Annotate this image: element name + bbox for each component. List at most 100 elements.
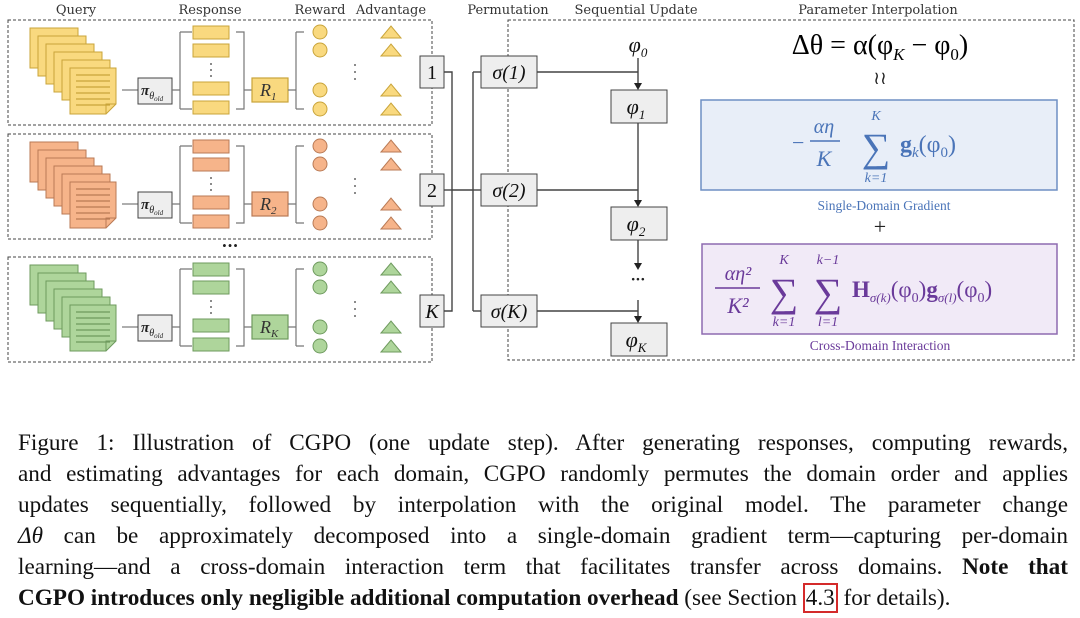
- domain-gap-ellipsis: ···: [222, 236, 239, 255]
- header-sequential-update: Sequential Update: [574, 3, 697, 18]
- domain-index-box: K: [419, 294, 445, 328]
- approx-symbol: ≀≀: [873, 68, 887, 89]
- reward-model-box: R1: [251, 77, 289, 103]
- header-reward: Reward: [295, 3, 346, 18]
- svg-text:∑: ∑: [814, 270, 843, 315]
- response-blocks: [192, 139, 230, 229]
- caption-delta-theta: Δθ: [18, 523, 43, 549]
- caption-note-bold: Note that: [962, 554, 1069, 580]
- permutation-column: σ(1) σ(2) σ(K): [480, 55, 638, 328]
- down-arrow-icon: [634, 263, 642, 270]
- svg-text:k=1: k=1: [865, 171, 888, 186]
- phi-node-2: φ2: [610, 206, 668, 241]
- advantage-triangles: [379, 139, 403, 230]
- svg-text:2: 2: [427, 180, 437, 202]
- response-blocks: [192, 262, 230, 352]
- domain-index-box: 2: [419, 173, 445, 207]
- header-response: Response: [178, 3, 241, 18]
- svg-text:R2: R2: [259, 194, 277, 217]
- svg-text:K²: K²: [726, 293, 749, 318]
- svg-text:gk(φ0): gk(φ0): [900, 132, 956, 161]
- reward-circles: [312, 261, 356, 354]
- svg-text:φ2: φ2: [627, 211, 646, 239]
- header-parameter-interpolation: Parameter Interpolation: [798, 3, 958, 18]
- down-arrow-icon: [634, 83, 642, 90]
- query-documents-icon: [29, 27, 117, 115]
- phi-node-1: φ1: [610, 89, 668, 124]
- phi-0-label: φ0: [629, 32, 648, 60]
- reward-model-box: RK: [251, 314, 289, 340]
- svg-text:Hσ(k)(φ0)gσ(l)(φ0): Hσ(k)(φ0)gσ(l)(φ0): [852, 277, 992, 306]
- single-domain-label: Single-Domain Gradient: [817, 198, 950, 213]
- interpolation-section: Δθ = α(φK − φ0) ≀≀ − αη K K ∑ k=1 gk(φ0)…: [700, 30, 1058, 353]
- sequential-update-column: φ0 ··· φ1 φ2 φK: [610, 32, 668, 357]
- cross-domain-formula: αη² K² K ∑ k=1 k−1 ∑ l=1 Hσ(k)(φ0)gσ(l)(…: [715, 253, 992, 330]
- advantage-triangles: [379, 25, 403, 116]
- caption-line-5: learning—and a cross-domain interaction …: [18, 554, 1069, 580]
- index-connectors: [444, 71, 481, 312]
- domain-row-3: πθold RK K: [7, 256, 445, 363]
- svg-text:k=1: k=1: [773, 315, 796, 330]
- figure-caption: Figure 1: Illustration of CGPO (one upda…: [18, 428, 1068, 614]
- domain-index-box: 1: [419, 55, 445, 89]
- caption-line-2: and estimating advantages for each domai…: [18, 461, 1068, 487]
- svg-text:k−1: k−1: [817, 253, 840, 268]
- caption-overhead-bold: CGPO introduces only negligible addition…: [18, 585, 679, 611]
- svg-text:RK: RK: [259, 317, 279, 340]
- svg-text:αη²: αη²: [725, 263, 752, 285]
- permutation-box-1: σ(1): [480, 55, 538, 89]
- delta-theta-equation: Δθ = α(φK − φ0): [792, 30, 969, 64]
- svg-text:πθold: πθold: [141, 197, 164, 217]
- plus-symbol: +: [874, 214, 886, 239]
- svg-text:∑: ∑: [862, 125, 891, 170]
- svg-text:1: 1: [427, 62, 437, 84]
- reward-circles: [312, 138, 356, 231]
- down-arrow-icon: [634, 200, 642, 207]
- update-panel-border: [507, 19, 1075, 361]
- svg-text:αη: αη: [814, 116, 834, 138]
- svg-text:K: K: [424, 301, 440, 323]
- header-permutation: Permutation: [467, 3, 549, 18]
- domain-row-2: πθold R2 2: [7, 133, 445, 240]
- cgpo-diagram: Query Response Reward Advantage Permutat…: [7, 3, 1075, 363]
- domain-row-1: πθold R1 1: [7, 19, 445, 126]
- reward-circles: [312, 24, 356, 117]
- caption-line-1: Figure 1: Illustration of CGPO (one upda…: [18, 430, 1068, 456]
- single-domain-formula: − αη K K ∑ k=1 gk(φ0): [792, 109, 956, 186]
- caption-line-6: CGPO introduces only negligible addition…: [18, 583, 951, 613]
- cross-domain-label: Cross-Domain Interaction: [810, 338, 951, 353]
- svg-text:σ(K): σ(K): [491, 301, 528, 323]
- svg-text:K: K: [778, 253, 789, 268]
- svg-text:φ1: φ1: [627, 94, 646, 122]
- caption-line-3: updates sequentially, followed by interp…: [18, 492, 1068, 518]
- svg-text:R1: R1: [259, 80, 277, 103]
- caption-line-4: Δθ can be approximately decomposed into …: [18, 523, 1068, 549]
- policy-old-box: πθold: [137, 77, 173, 105]
- phi-node-3: φK: [610, 322, 668, 357]
- svg-text:φK: φK: [626, 327, 648, 355]
- query-documents-icon: [29, 264, 117, 352]
- response-blocks: [192, 25, 230, 115]
- svg-text:K: K: [816, 146, 833, 171]
- svg-text:∑: ∑: [770, 270, 799, 315]
- permutation-box-3: σ(K): [480, 294, 538, 328]
- svg-text:−: −: [792, 130, 804, 155]
- cross-domain-box: [701, 243, 1058, 335]
- svg-text:σ(1): σ(1): [492, 62, 526, 84]
- svg-text:K: K: [870, 109, 881, 124]
- sequence-ellipsis: ···: [631, 272, 646, 288]
- section-reference-link[interactable]: 4.3: [802, 583, 838, 613]
- policy-old-box: πθold: [137, 314, 173, 342]
- single-domain-box: [700, 99, 1058, 191]
- header-advantage: Advantage: [355, 3, 426, 18]
- permutation-box-2: σ(2): [480, 173, 538, 207]
- reward-model-box: R2: [251, 191, 289, 217]
- header-query: Query: [56, 3, 97, 18]
- svg-text:σ(2): σ(2): [492, 180, 526, 202]
- down-arrow-icon: [634, 316, 642, 323]
- query-documents-icon: [29, 141, 117, 229]
- svg-text:πθold: πθold: [141, 320, 164, 340]
- policy-old-box: πθold: [137, 191, 173, 219]
- svg-text:l=1: l=1: [818, 315, 838, 330]
